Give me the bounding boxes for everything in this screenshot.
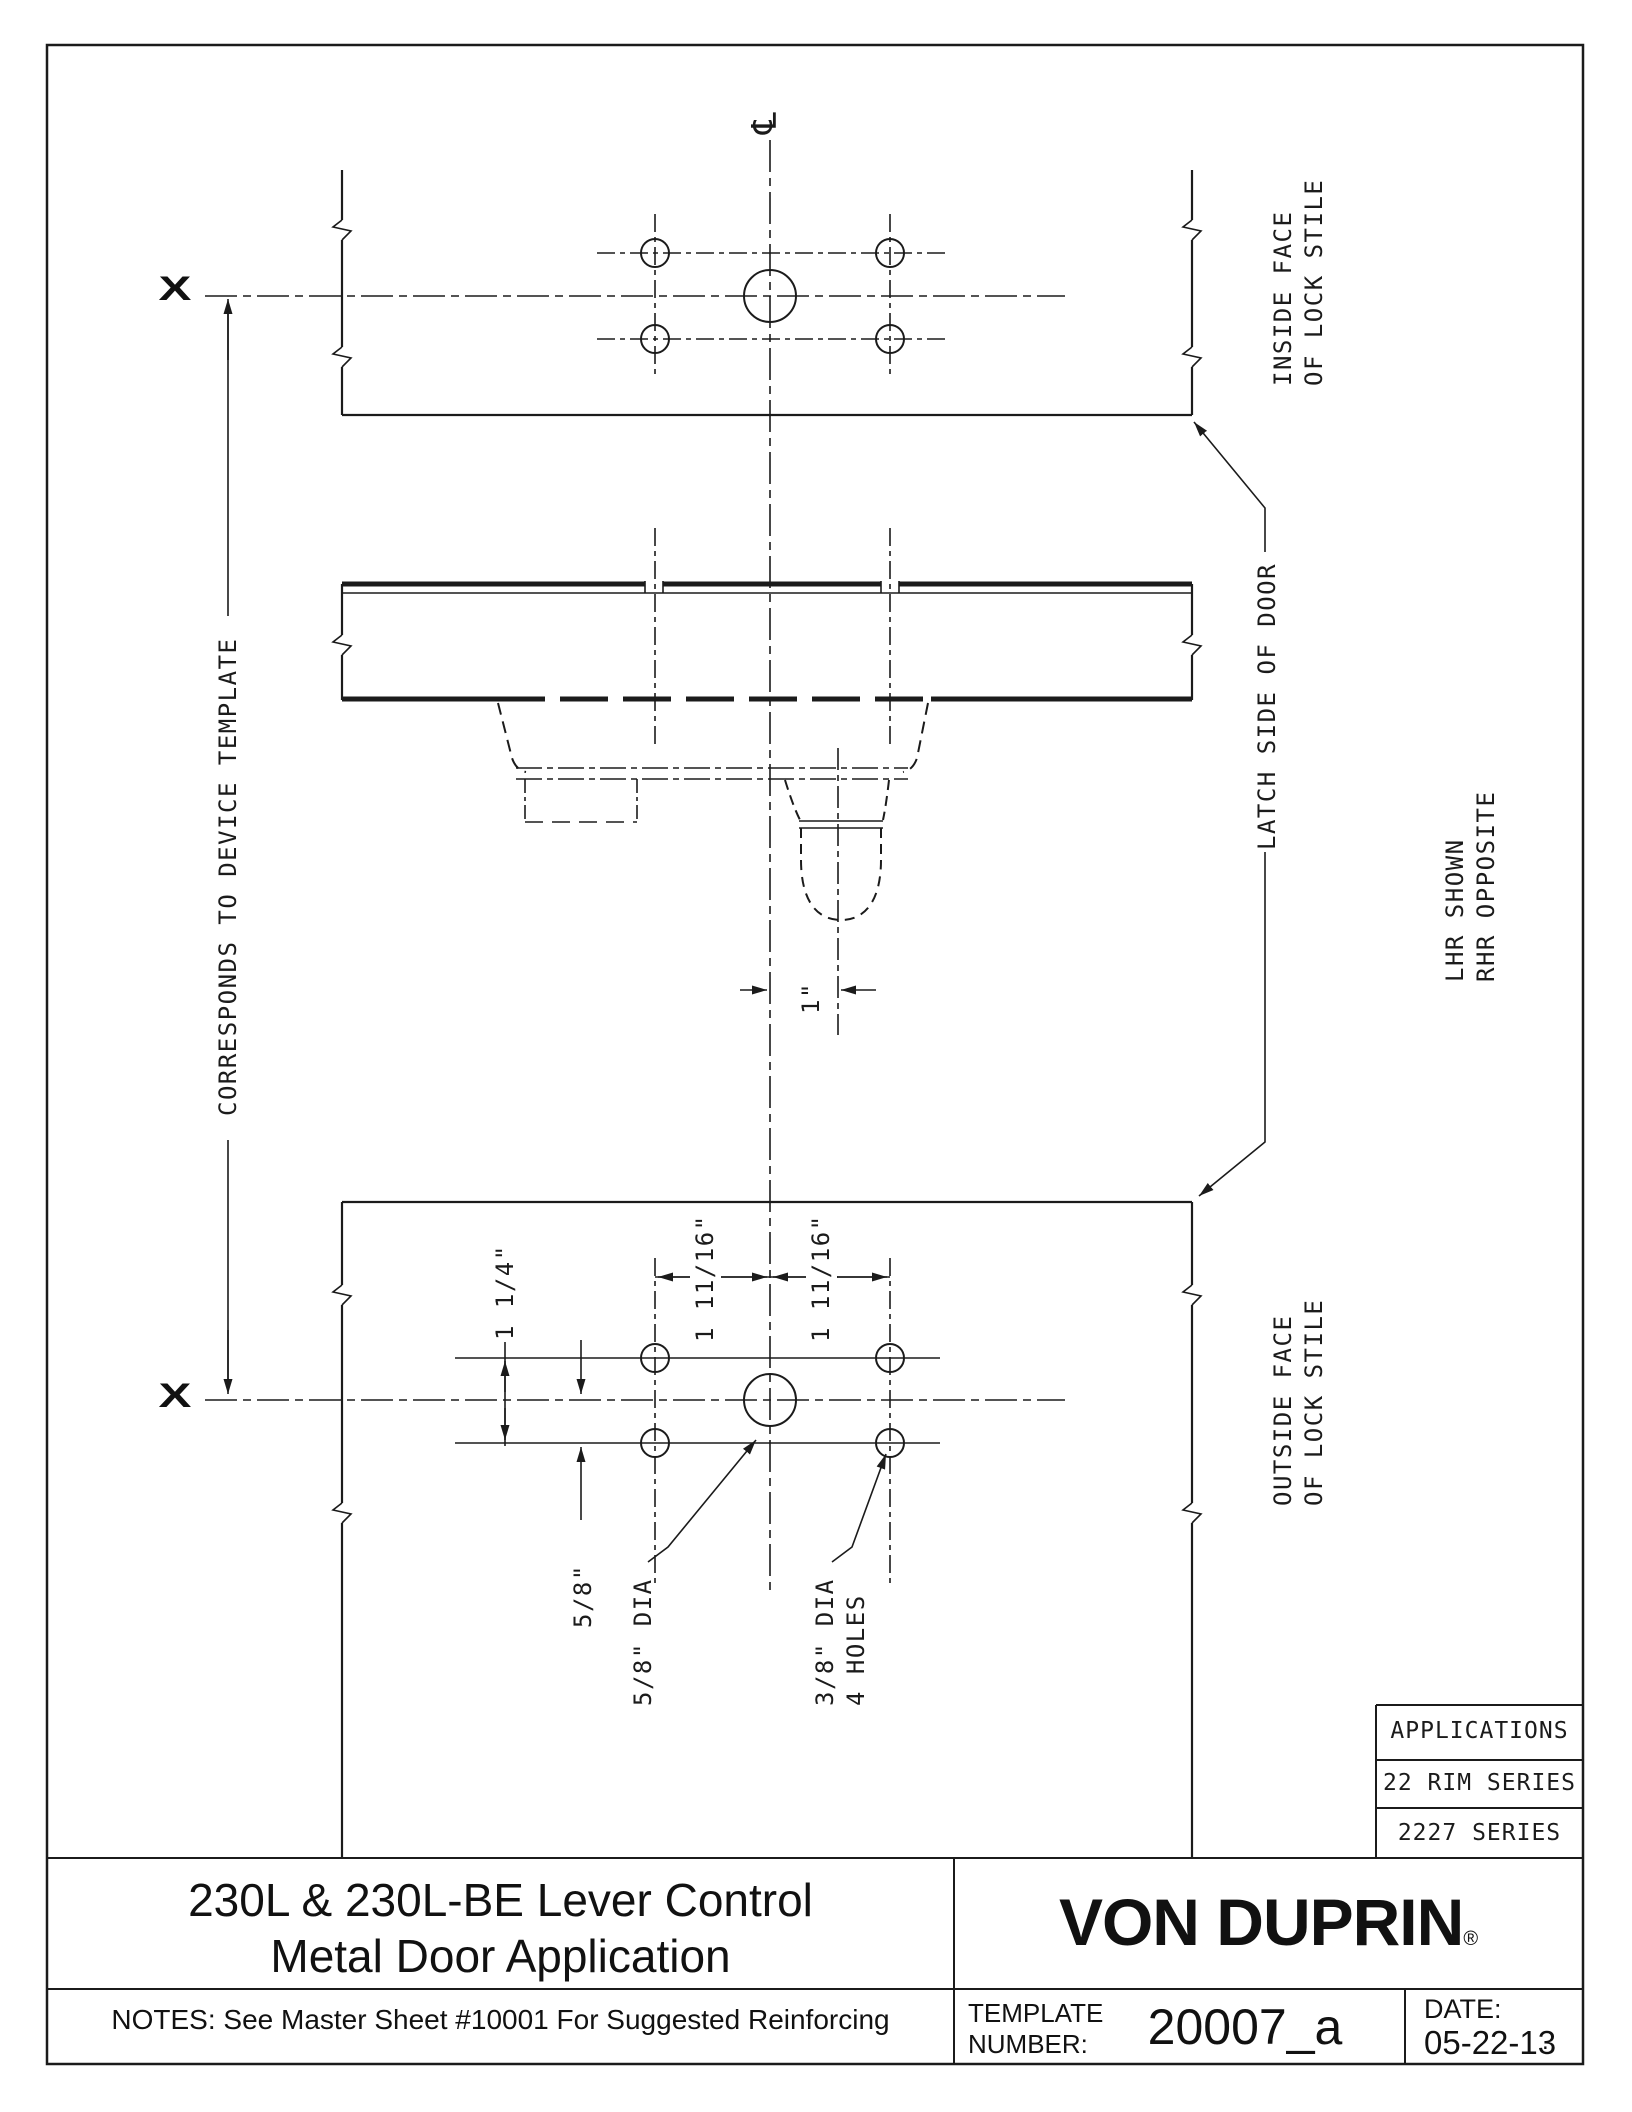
template-number-value: 20007_a xyxy=(1147,1999,1343,2055)
drawing-title: 230L & 230L-BE Lever Control Metal Door … xyxy=(47,1872,954,1984)
applications-table-row-22rim: 22 RIM SERIES xyxy=(1382,1770,1576,1796)
small-hole-line2: 4 HOLES xyxy=(842,1594,870,1706)
sheet-border xyxy=(45,43,1585,2066)
template-number-label: TEMPLATE NUMBER: xyxy=(968,1998,1103,2060)
door-section-view xyxy=(331,528,1203,1035)
latch-side-label: LATCH SIDE OF DOOR xyxy=(1253,562,1281,850)
outside-face-line1: OUTSIDE FACE xyxy=(1269,1314,1297,1506)
drawing-title-line2: Metal Door Application xyxy=(270,1930,731,1982)
latch-side-leaders xyxy=(1193,421,1266,1197)
handing-line2: RHR OPPOSITE xyxy=(1472,790,1500,982)
inside-face-label: INSIDE FACE OF LOCK STILE xyxy=(1268,179,1330,386)
centerline-symbol: ℄ xyxy=(745,112,785,134)
brand-logo: VON DUPRIN® xyxy=(954,1884,1583,1960)
date-value: 05-22-13 xyxy=(1424,2024,1557,2061)
template-label-line2: NUMBER: xyxy=(968,2029,1088,2059)
dim-lever-offset: 1" xyxy=(796,980,827,1016)
handing-line1: LHR SHOWN xyxy=(1441,838,1469,982)
date-dot: . xyxy=(1542,2028,1549,2055)
top-view-inside-face xyxy=(205,170,1203,417)
brand-name: VON DUPRIN xyxy=(1058,1885,1464,1959)
applications-table-header: APPLICATIONS xyxy=(1390,1718,1569,1744)
date-label: DATE: xyxy=(1424,1994,1502,2024)
notes-text: NOTES: See Master Sheet #10001 For Sugge… xyxy=(111,2004,890,2035)
template-label-line1: TEMPLATE xyxy=(968,1998,1104,2028)
outside-face-line2: OF LOCK STILE xyxy=(1300,1298,1328,1506)
dim-small-hole-dia: 3/8" DIA 4 HOLES xyxy=(810,1578,872,1706)
registered-trademark-symbol: ® xyxy=(1463,1928,1479,1950)
handing-label: LHR SHOWN RHR OPPOSITE xyxy=(1440,791,1502,982)
dim-half-spacing: 5/8" xyxy=(568,1562,599,1630)
x-reference-mark-top: X xyxy=(158,270,192,308)
dim-right-offset: 1 11/16" xyxy=(806,1212,837,1344)
corresponds-label: CORRESPONDS TO DEVICE TEMPLATE xyxy=(213,635,244,1118)
applications-table-row-2227: 2227 SERIES xyxy=(1397,1820,1562,1846)
bottom-view-outside-face xyxy=(205,1200,1203,1857)
x-reference-mark-bottom: X xyxy=(158,1377,192,1415)
dim-left-offset: 1 11/16" xyxy=(690,1212,721,1344)
small-hole-line1: 3/8" DIA xyxy=(811,1578,839,1706)
inside-face-line1: INSIDE FACE xyxy=(1269,210,1297,386)
outside-face-label: OUTSIDE FACE OF LOCK STILE xyxy=(1268,1299,1330,1506)
drawing-title-line1: 230L & 230L-BE Lever Control xyxy=(188,1874,813,1926)
inside-face-line2: OF LOCK STILE xyxy=(1300,178,1328,386)
dim-row-spacing: 1 1/4" xyxy=(490,1242,521,1342)
title-block-lines xyxy=(47,1704,1583,2064)
dim-big-hole-dia: 5/8" DIA xyxy=(629,1578,657,1706)
